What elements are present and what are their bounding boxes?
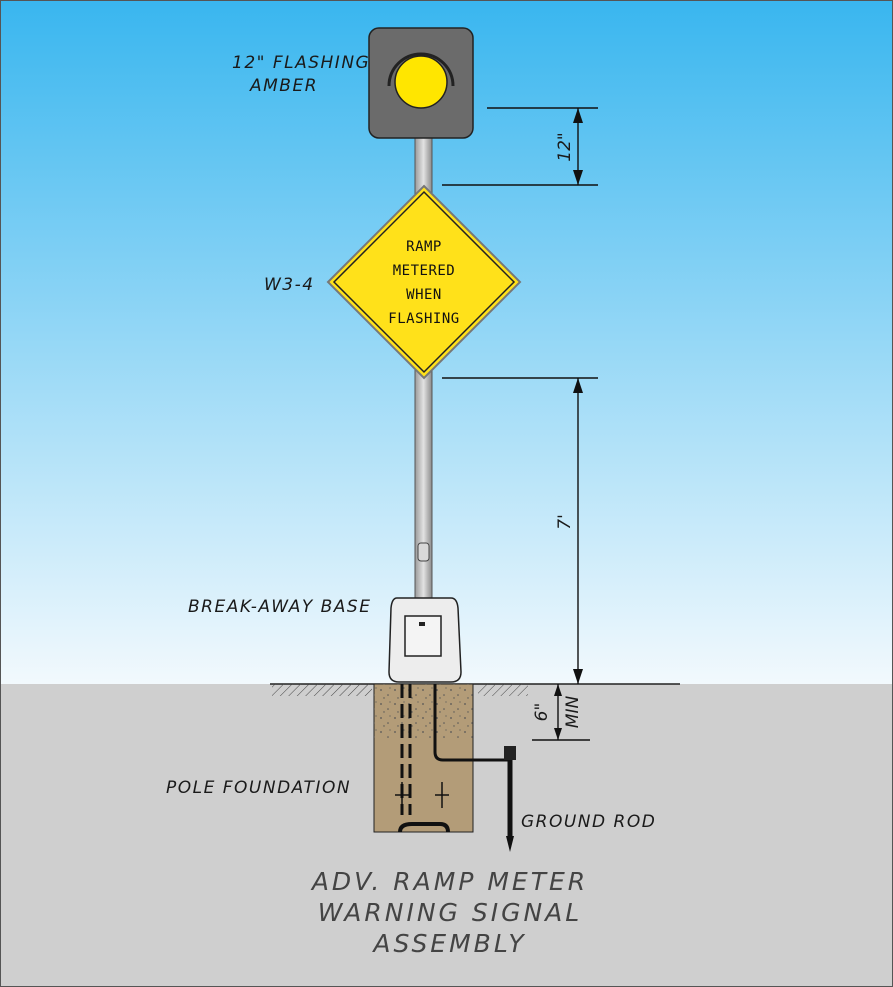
w3-4-warning-sign	[326, 184, 522, 380]
ground-hatch-left	[272, 684, 372, 696]
dim-label-12in: 12"	[555, 132, 575, 161]
dim-arrow-12in-top	[573, 108, 583, 123]
sign-inner-border	[332, 190, 516, 374]
sign-text-line-1: RAMP	[406, 239, 442, 255]
ground-hatch-right	[478, 684, 528, 696]
foundation-backfill	[374, 684, 473, 739]
label-flashing-amber-line-1: 12" FLASHING	[232, 53, 370, 73]
label-sign-code: W3-4	[264, 275, 315, 295]
flashing-amber-beacon-icon	[394, 55, 448, 109]
label-breakaway-base: BREAK-AWAY BASE	[188, 597, 371, 617]
dim-arrow-12in-bottom	[573, 170, 583, 185]
dim-arrow-7ft-top	[573, 378, 583, 393]
ground-wire	[433, 684, 508, 762]
ground-rod-tip	[506, 836, 514, 852]
label-flashing-amber-line-2: AMBER	[249, 76, 318, 96]
dim-arrow-6in-bottom	[554, 728, 562, 740]
conduit-bottom-bend	[398, 822, 450, 833]
title-line-2: WARNING SIGNAL	[318, 898, 582, 927]
signal-visor	[387, 52, 455, 87]
dim-label-7ft: 7'	[555, 514, 575, 530]
title-line-3: ASSEMBLY	[371, 929, 526, 958]
label-ground-rod: GROUND ROD	[521, 812, 656, 832]
sign-text-line-2: METERED	[393, 263, 456, 279]
sign-text-line-4: FLASHING	[388, 311, 459, 327]
pole-handhole	[417, 542, 430, 562]
dim-label-6in: 6"	[532, 703, 552, 722]
sign-text-line-3: WHEN	[406, 287, 442, 303]
base-door-latch	[419, 622, 425, 626]
title-line-1: ADV. RAMP METER	[310, 867, 588, 896]
dim-label-min: MIN	[563, 696, 583, 729]
ground-rod-clamp	[504, 746, 516, 760]
label-pole-foundation: POLE FOUNDATION	[166, 778, 351, 798]
dim-arrow-7ft-bottom	[573, 669, 583, 684]
dim-arrow-6in-top	[554, 684, 562, 696]
